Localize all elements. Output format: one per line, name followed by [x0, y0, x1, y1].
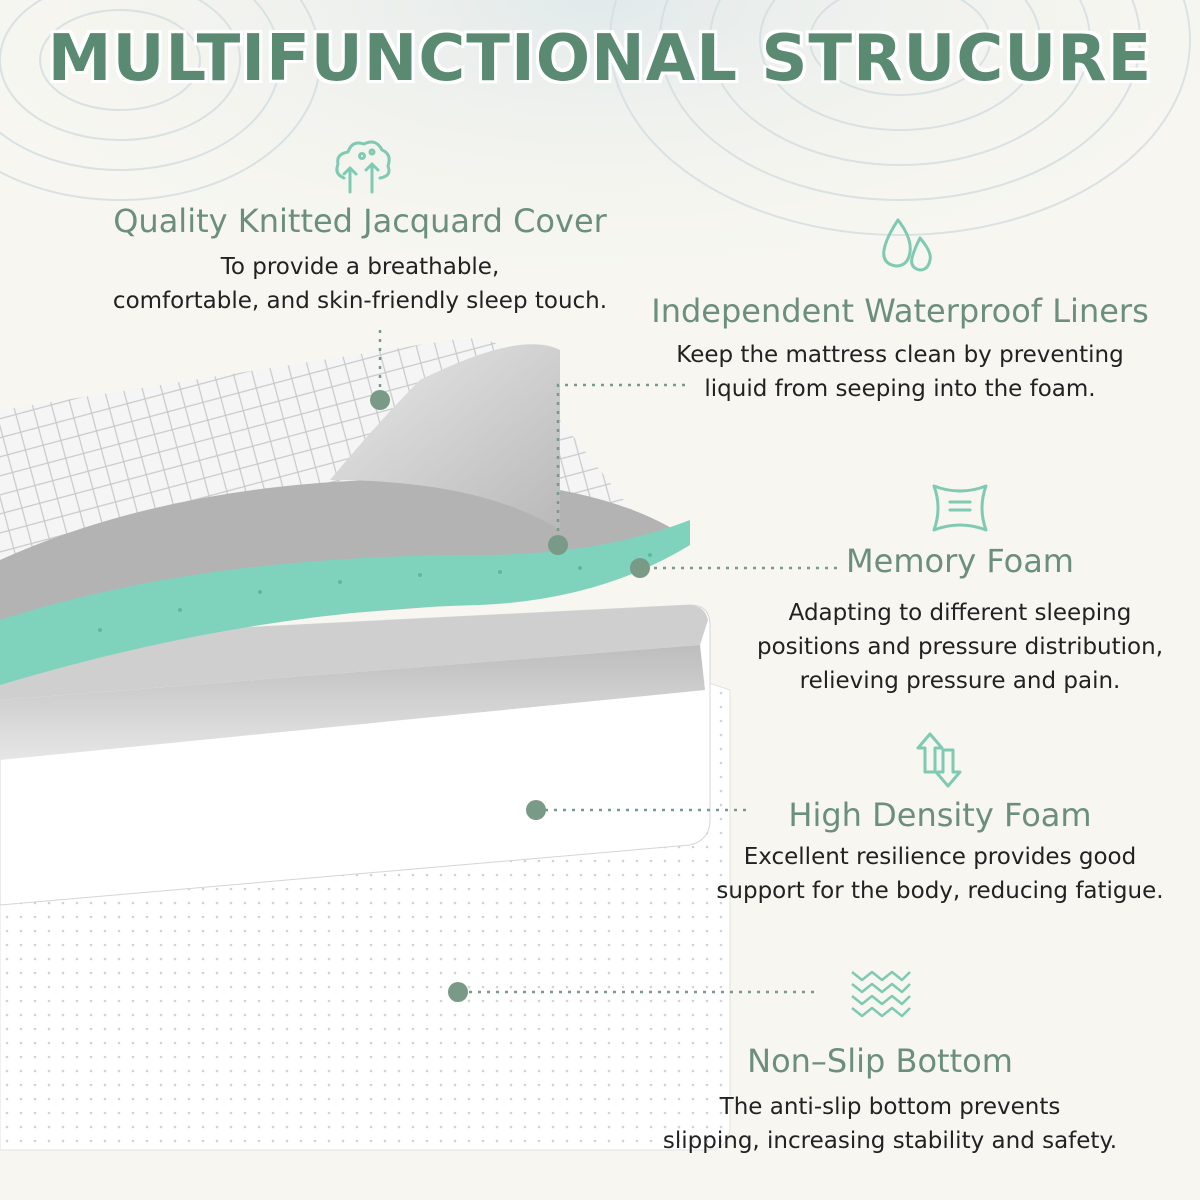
desc-line: positions and pressure distribution,: [756, 634, 1163, 660]
desc-line: To provide a breathable,: [220, 254, 500, 280]
water-drops-icon: [882, 218, 932, 272]
feature-title-memory: Memory Foam: [846, 542, 1074, 580]
desc-line: relieving pressure and pain.: [799, 668, 1121, 694]
up-down-arrows-icon: [916, 732, 962, 788]
desc-line: Adapting to different sleeping: [788, 600, 1132, 626]
pillow-icon: [932, 484, 988, 532]
cotton-tree-icon: [335, 140, 391, 194]
cover-marker-dot: [370, 390, 390, 410]
feature-desc-non-slip: The anti-slip bottom prevents slipping, …: [620, 1090, 1160, 1158]
desc-line: comfortable, and skin-friendly sleep tou…: [112, 288, 608, 314]
desc-line: support for the body, reducing fatigue.: [716, 878, 1164, 904]
page-title: MULTIFUNCTIONAL STRUCURE: [47, 22, 1153, 96]
desc-line: liquid from seeping into the foam.: [704, 376, 1096, 402]
feature-desc-memory: Adapting to different sleeping positions…: [720, 596, 1200, 698]
desc-line: Keep the mattress clean by preventing: [676, 342, 1124, 368]
feature-desc-high-density: Excellent resilience provides good suppo…: [690, 840, 1190, 908]
desc-line: The anti-slip bottom prevents: [719, 1094, 1061, 1120]
feature-title-non-slip: Non–Slip Bottom: [747, 1042, 1013, 1080]
liner-marker-dot: [548, 535, 568, 555]
feature-desc-liner: Keep the mattress clean by preventing li…: [610, 338, 1190, 406]
non-slip-marker-dot: [448, 982, 468, 1002]
desc-line: Excellent resilience provides good: [743, 844, 1137, 870]
high-density-marker-dot: [526, 800, 546, 820]
desc-line: slipping, increasing stability and safet…: [662, 1128, 1118, 1154]
feature-desc-cover: To provide a breathable, comfortable, an…: [60, 250, 660, 318]
feature-title-liner: Independent Waterproof Liners: [651, 292, 1149, 330]
memory-foam-marker-dot: [630, 558, 650, 578]
zigzag-texture-icon: [851, 970, 911, 1018]
feature-title-high-density: High Density Foam: [788, 796, 1092, 834]
feature-title-cover: Quality Knitted Jacquard Cover: [113, 202, 607, 240]
